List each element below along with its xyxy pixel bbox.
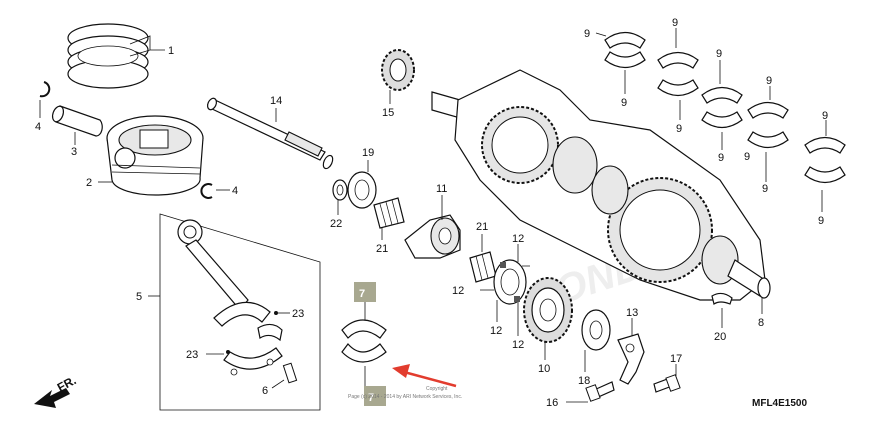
primary-drive-gear[interactable] (523, 277, 573, 343)
gear-15[interactable] (381, 49, 415, 91)
callout-18[interactable]: 18 (578, 375, 590, 387)
callout-10[interactable]: 10 (538, 363, 550, 375)
callout-11[interactable]: 11 (436, 183, 447, 195)
crankshaft[interactable] (431, 69, 771, 301)
highlight-arrow-icon (392, 364, 457, 388)
callout-20[interactable]: 20 (714, 331, 726, 343)
leader-6 (271, 379, 285, 389)
diagram-code: MFL4E1500 (752, 398, 807, 409)
connecting-rod-assembly[interactable] (148, 213, 321, 411)
balancer-weight[interactable] (404, 214, 461, 259)
piston[interactable] (106, 115, 204, 196)
direction-label: FR. (55, 373, 79, 394)
callout-9h[interactable]: 9 (744, 151, 750, 163)
callout-9i[interactable]: 9 (762, 183, 768, 195)
callout-9e[interactable]: 9 (716, 48, 722, 60)
callout-16[interactable]: 16 (546, 397, 558, 409)
connecting-rod-bearing-7[interactable] (341, 319, 387, 363)
needle-bearing-right[interactable] (469, 251, 497, 283)
callout-3[interactable]: 3 (71, 146, 77, 158)
washer-18[interactable] (581, 309, 611, 351)
leader-12 (480, 244, 530, 336)
callout-9g[interactable]: 9 (766, 75, 772, 87)
leader-1 (129, 35, 165, 57)
callout-22[interactable]: 22 (330, 218, 342, 230)
highlight-label-bottom: 7 (368, 392, 374, 404)
callout-9d[interactable]: 9 (676, 123, 682, 135)
callout-labels: 1 2 3 4 4 5 6 8 9 9 9 9 9 9 9 9 9 9 9 9 … (35, 17, 828, 409)
leaders-9 (595, 28, 827, 212)
callout-23a[interactable]: 23 (292, 308, 304, 320)
balancer-shaft[interactable] (206, 97, 335, 170)
callout-9c[interactable]: 9 (672, 17, 678, 29)
callout-12b[interactable]: 12 (452, 285, 464, 297)
callout-4b[interactable]: 4 (232, 185, 238, 197)
needle-bearing-left[interactable] (373, 197, 405, 229)
piston-pin-clip-left[interactable] (39, 81, 51, 98)
thrust-washer-19[interactable] (347, 171, 377, 209)
assembly-bracket (159, 213, 321, 411)
highlight-label-top: 7 (359, 288, 365, 300)
callout-4a[interactable]: 4 (35, 121, 41, 133)
front-direction-arrow-icon (34, 388, 70, 408)
callout-9k[interactable]: 9 (818, 215, 824, 227)
piston-rings[interactable] (67, 23, 149, 89)
callout-17[interactable]: 17 (670, 353, 682, 365)
callout-19[interactable]: 19 (362, 147, 374, 159)
callout-15[interactable]: 15 (382, 107, 394, 119)
bearing-12[interactable] (493, 259, 527, 305)
callout-9j[interactable]: 9 (822, 110, 828, 122)
callout-13[interactable]: 13 (626, 307, 638, 319)
bolt-17[interactable] (653, 374, 681, 393)
callout-8[interactable]: 8 (758, 317, 764, 329)
callout-21a[interactable]: 21 (376, 243, 388, 255)
highlight-box-bottom[interactable] (364, 386, 386, 406)
bolt-16[interactable] (585, 381, 615, 402)
callout-1[interactable]: 1 (168, 45, 174, 57)
thrust-washer-22[interactable] (332, 179, 348, 201)
main-bearings[interactable] (604, 31, 846, 184)
callout-2[interactable]: 2 (86, 177, 92, 189)
highlight-box-top[interactable] (354, 282, 376, 302)
callout-9f[interactable]: 9 (718, 152, 724, 164)
piston-pin[interactable] (51, 105, 103, 137)
callout-12c[interactable]: 12 (490, 325, 502, 337)
callout-5[interactable]: 5 (136, 291, 142, 303)
callout-9b[interactable]: 9 (621, 97, 627, 109)
oil-jet-13[interactable] (617, 333, 645, 385)
callout-23b[interactable]: 23 (186, 349, 198, 361)
callout-9a[interactable]: 9 (584, 28, 590, 40)
woodruff-key[interactable] (711, 292, 733, 305)
piston-pin-clip-right[interactable] (200, 183, 213, 199)
callout-21b[interactable]: 21 (476, 221, 488, 233)
callout-14[interactable]: 14 (270, 95, 282, 107)
callout-6[interactable]: 6 (262, 385, 268, 397)
callout-12a[interactable]: 12 (512, 233, 524, 245)
copyright-line-1: Copyright (426, 386, 448, 392)
copyright-line-2: Page (c) 2014 - 2014 by ARI Network Serv… (348, 394, 462, 400)
callout-12d[interactable]: 12 (512, 339, 524, 351)
